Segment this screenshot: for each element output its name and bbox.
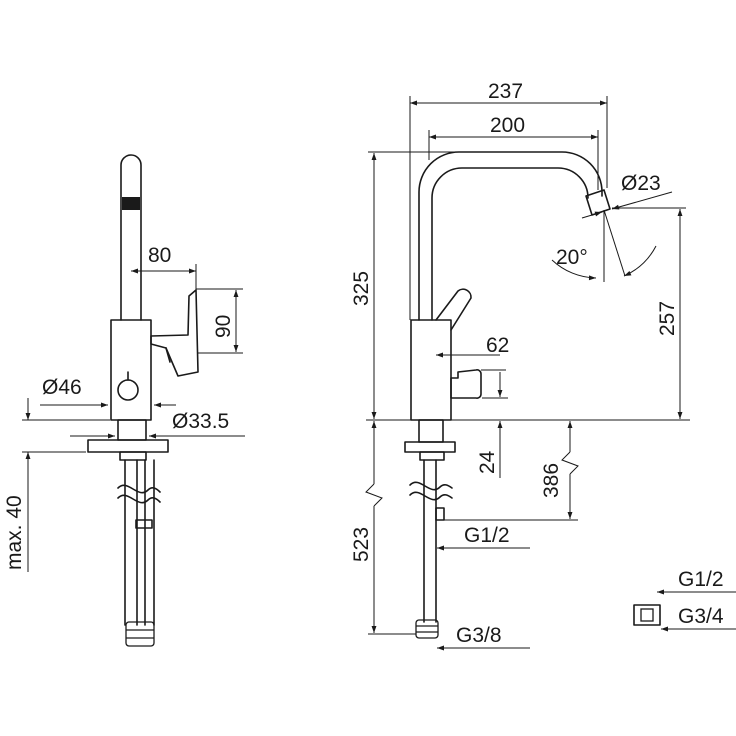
front-view: 237 200 325 Ø23 20° 257 62 24 [350,80,690,651]
front-spout-outer [418,151,603,321]
adapter-g12-label: G1/2 [678,568,724,591]
side-base-nut [119,451,147,461]
front-base-plate [404,441,456,453]
adapter-inner [640,608,654,622]
side-knob [117,379,139,401]
front-base-nut [419,451,445,461]
angle-20-label: 20° [556,246,588,269]
front-hose-end [415,619,439,639]
front-hose-end-ribs [416,625,438,633]
dim-line-d23-a [581,211,603,219]
side-hose-ends-ribs [126,629,154,639]
side-break-mark-bottom [117,494,161,504]
side-shank [117,419,147,441]
front-spout-inner [431,167,589,321]
dim-d335-label: Ø33.5 [172,410,229,433]
side-spout-outlet [122,197,140,210]
side-hose-clip [135,519,153,529]
dim-line-d23 [611,191,673,210]
dim-200-label: 200 [490,114,525,137]
dim-386-break [561,451,579,475]
dim-386-label: 386 [540,463,563,498]
dim-62-label: 62 [486,334,509,357]
front-break-mark-bottom [409,491,453,501]
front-handle-knob [450,369,482,399]
dim-523-break [365,483,383,507]
front-shank [418,419,444,443]
front-break-mark-top [409,481,453,491]
side-hose-ends [125,621,155,647]
thread-g12-label: G1/2 [464,524,510,547]
side-hoses [124,459,155,626]
adapter-detail: G1/2 G3/4 [633,568,736,632]
adapter-g34-label: G3/4 [678,605,724,628]
side-view: 80 90 Ø46 Ø33.5 max. 40 [3,154,245,647]
dim-237-label: 237 [488,80,523,103]
dim-325-label: 325 [350,271,373,306]
side-lever [150,289,199,377]
adapter-body [633,604,661,626]
front-lever [435,288,472,331]
side-spout-tube [120,154,142,321]
dim-80-label: 80 [148,244,171,267]
dim-257-label: 257 [656,301,679,336]
side-body [110,319,152,421]
dim-d46-label: Ø46 [42,376,82,399]
front-hose [423,459,437,623]
angle-arc-left [551,259,597,281]
dim-max40-label: max. 40 [3,495,26,570]
front-spout-outlet [585,189,611,216]
dim-24-label: 24 [476,450,499,474]
front-hose-clip [435,507,445,521]
angle-axis-line [603,209,626,277]
dim-90-label: 90 [212,315,235,338]
side-break-mark-top [117,484,161,494]
angle-arc-right [623,245,657,277]
thread-g38-label: G3/8 [456,624,502,647]
dim-523-label: 523 [350,527,373,562]
side-lever-edge [165,347,171,363]
side-base-plate [87,439,169,453]
dim-d23-label: Ø23 [621,172,661,195]
front-body [410,319,452,421]
